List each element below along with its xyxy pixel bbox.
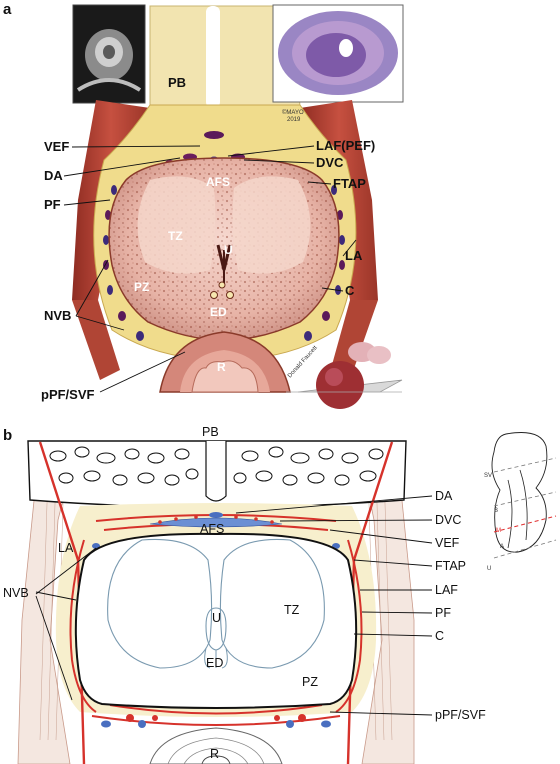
label-b-afs: AFS xyxy=(200,522,224,536)
panel-a-letter: a xyxy=(3,1,12,18)
label-a-pb: PB xyxy=(168,75,186,90)
leader-lines-b xyxy=(35,495,433,716)
nvb-chain-right-a xyxy=(304,185,345,341)
label-a-pz: PZ xyxy=(134,280,149,294)
label-b-tz: TZ xyxy=(284,603,300,617)
inset-level-u: U xyxy=(487,566,491,572)
mri-inset xyxy=(72,4,146,104)
panel-b-letter: b xyxy=(3,427,12,444)
label-b-pz: PZ xyxy=(302,675,318,689)
label-b-la: LA xyxy=(58,541,74,555)
inset-level-b: B xyxy=(494,508,498,514)
label-a-ppf-svf: pPF/SVF xyxy=(41,387,95,402)
dvc-vessels-b xyxy=(149,512,283,528)
prostate-a xyxy=(108,157,340,341)
label-b-u: U xyxy=(212,611,221,625)
inset-level-m: M xyxy=(496,528,501,534)
label-a-afs: AFS xyxy=(206,175,230,189)
panel-a: a xyxy=(3,1,404,409)
rectum-a xyxy=(159,331,291,393)
label-b-ed: ED xyxy=(206,656,223,670)
leader-lines-a xyxy=(63,145,357,393)
label-a-tz: TZ xyxy=(168,229,183,243)
label-b-dvc: DVC xyxy=(435,513,461,527)
label-b-da: DA xyxy=(435,489,453,503)
watermark-line1: ©MAYO xyxy=(282,109,304,116)
label-b-vef: VEF xyxy=(435,536,460,550)
pubic-bone-b xyxy=(27,440,407,508)
label-b-ppf-svf: pPF/SVF xyxy=(435,708,486,722)
label-a-dvc: DVC xyxy=(316,155,344,170)
posterior-vessels-b xyxy=(101,714,331,728)
label-b-pb: PB xyxy=(202,425,219,439)
inset-level-sv: SV xyxy=(484,473,492,479)
sagittal-inset: SV B M A U xyxy=(484,432,557,572)
label-a-u: U xyxy=(224,243,233,257)
panel-b: b xyxy=(3,425,557,764)
label-b-r: R xyxy=(210,747,219,761)
label-a-ftap: FTAP xyxy=(333,176,366,191)
watermark-line2: 2019 xyxy=(287,117,301,123)
label-a-nvb: NVB xyxy=(44,308,71,323)
label-a-ed: ED xyxy=(210,305,227,319)
orientation-model-a xyxy=(286,342,403,409)
histology-inset xyxy=(272,4,404,103)
label-a-c: C xyxy=(345,283,355,298)
prostate-b xyxy=(74,532,358,709)
label-a-la: LA xyxy=(345,248,363,263)
label-b-c: C xyxy=(435,629,444,643)
nvb-chain-left-a xyxy=(103,185,144,341)
label-b-nvb: NVB xyxy=(3,586,29,600)
label-b-laf: LAF xyxy=(435,583,458,597)
inset-level-a: A xyxy=(500,544,504,550)
label-b-ftap: FTAP xyxy=(435,559,466,573)
label-a-r: R xyxy=(217,360,226,374)
label-a-laf-pef: LAF(PEF) xyxy=(316,138,375,153)
label-a-vef: VEF xyxy=(44,139,69,154)
label-b-pf: PF xyxy=(435,606,451,620)
label-a-da: DA xyxy=(44,168,63,183)
rectum-b xyxy=(149,727,283,764)
label-a-pf: PF xyxy=(44,197,61,212)
